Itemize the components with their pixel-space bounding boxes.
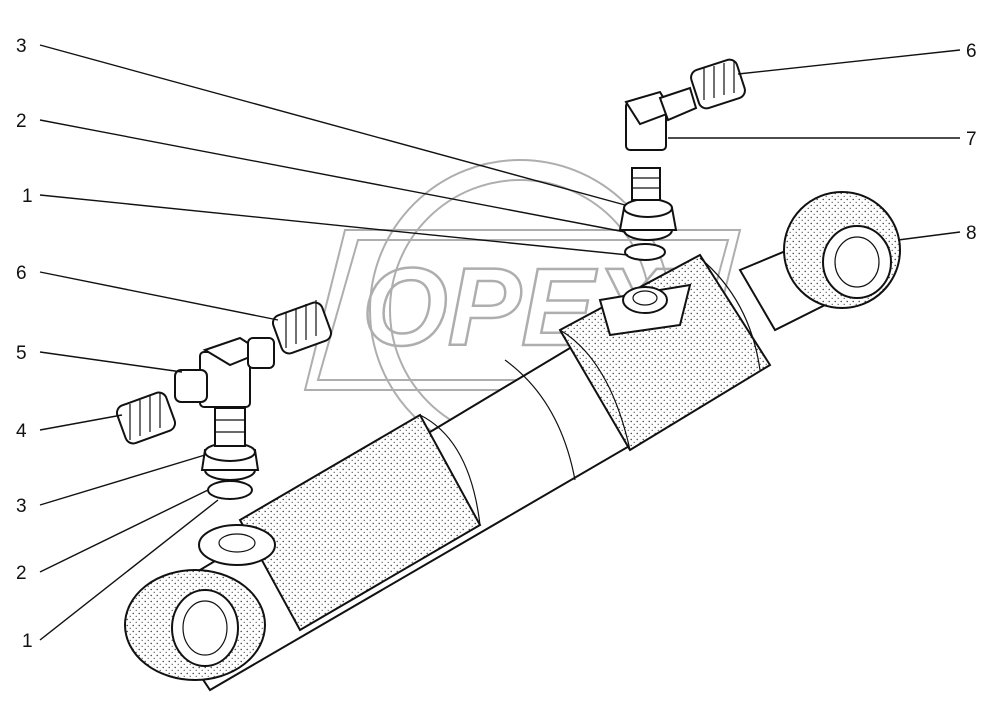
callout-left-4: 6 [16,263,27,284]
callout-left-5: 5 [16,343,27,364]
callout-left-8: 2 [16,563,27,584]
callout-right-1: 6 [966,41,977,62]
callout-left-2: 2 [16,111,27,132]
bottom-rod-eye [124,569,266,681]
top-rod-eye [783,191,901,309]
cylinder-body [148,243,837,692]
callout-left-1: 3 [16,36,27,57]
callout-left-3: 1 [22,186,33,207]
callout-right-3: 8 [966,223,977,244]
left-fitting-stack [115,300,333,500]
callout-left-9: 1 [22,631,33,652]
callout-labels: 3 2 1 6 5 4 3 2 1 6 7 8 [16,36,977,652]
leader-lines [39,44,961,641]
callout-left-7: 3 [16,496,27,517]
callout-right-2: 7 [966,129,977,150]
upper-fitting-stack [618,58,746,261]
callout-left-6: 4 [16,421,27,442]
